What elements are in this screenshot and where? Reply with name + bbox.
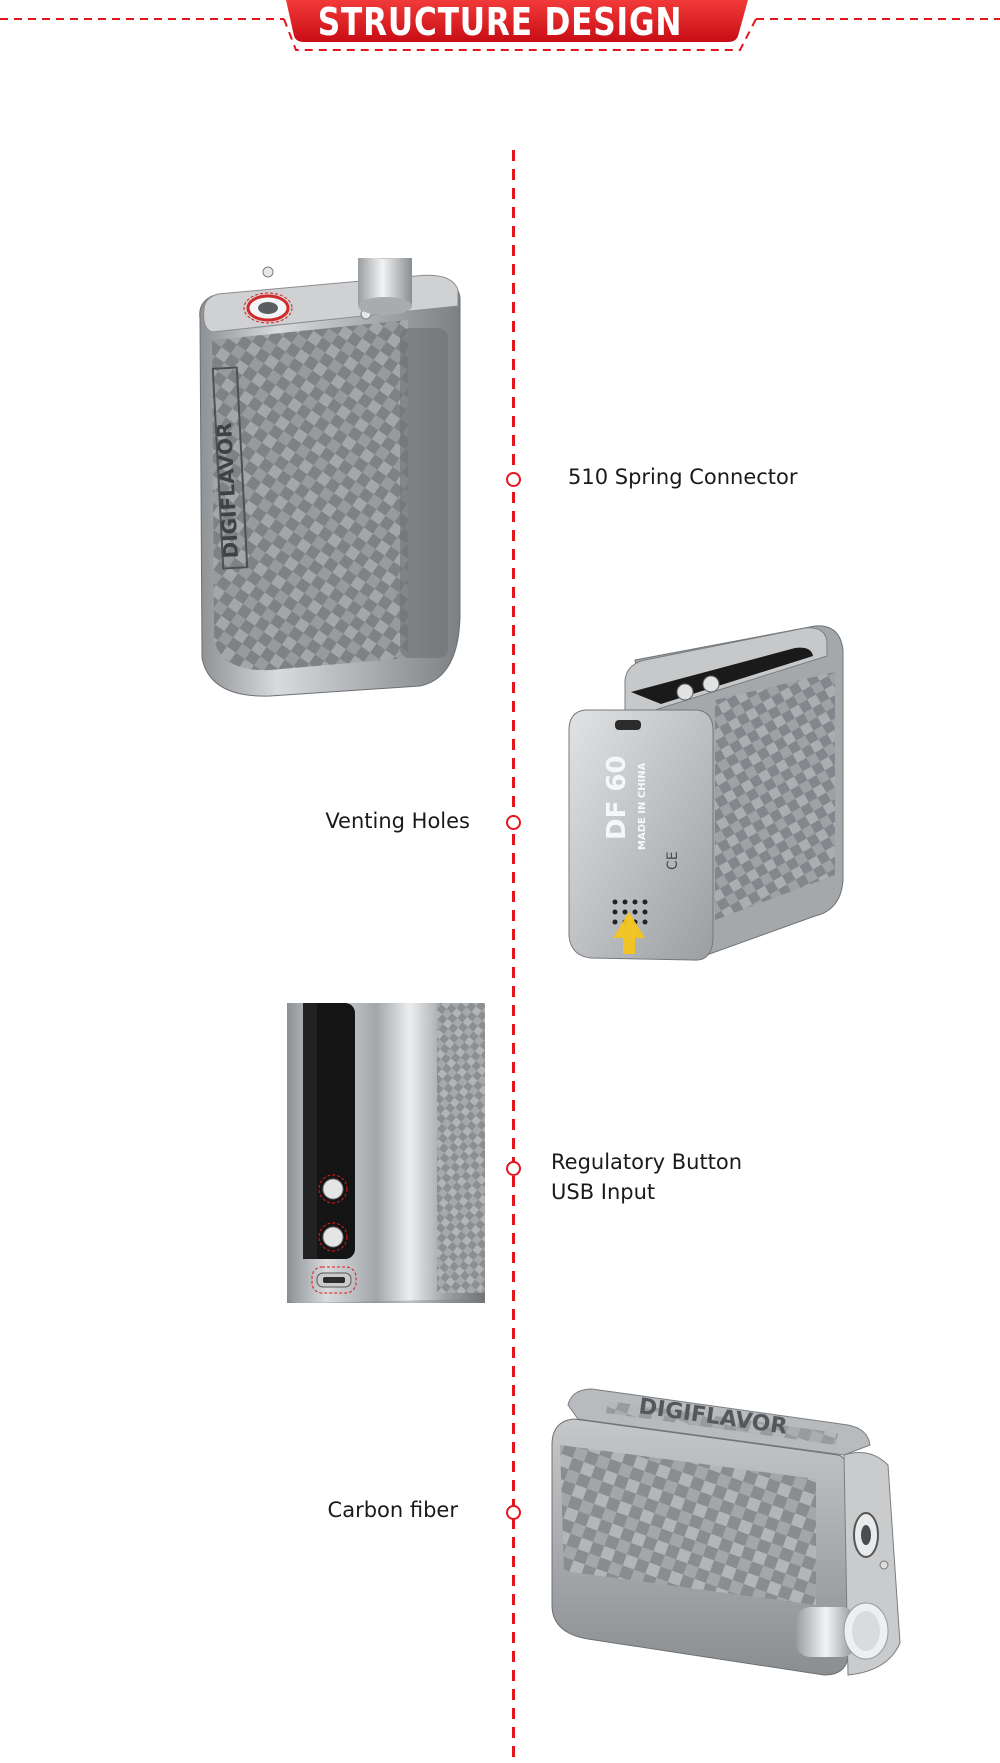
svg-text:CE: CE <box>665 851 681 870</box>
feature-label-usb-input: USB Input <box>551 1180 656 1204</box>
product-image-bottom-view: DF 60 MADE IN CHINA CE <box>565 620 855 975</box>
timeline-node-venting-holes <box>506 815 521 830</box>
svg-text:DF 60: DF 60 <box>602 755 632 840</box>
timeline-node-spring-connector <box>506 472 521 487</box>
header-banner <box>0 0 1000 51</box>
product-image-top-view: DIGIFLAVOR <box>190 237 480 713</box>
timeline-node-carbon-fiber <box>506 1505 521 1520</box>
svg-text:MADE IN CHINA: MADE IN CHINA <box>637 762 648 850</box>
feature-label-regulatory-button: Regulatory Button <box>551 1150 743 1174</box>
feature-label-spring-connector: 510 Spring Connector <box>568 465 798 489</box>
page-title: STRUCTURE DESIGN <box>317 0 683 44</box>
timeline-node-regulatory-button <box>506 1161 521 1176</box>
section-header: STRUCTURE DESIGN <box>0 0 1000 60</box>
product-image-side-view: DIGIFLAVOR <box>548 1385 908 1700</box>
feature-label-carbon-fiber: Carbon fiber <box>327 1498 458 1522</box>
product-image-front-view <box>287 1003 487 1308</box>
timeline-line <box>512 150 515 1763</box>
feature-label-venting-holes: Venting Holes <box>325 809 470 833</box>
